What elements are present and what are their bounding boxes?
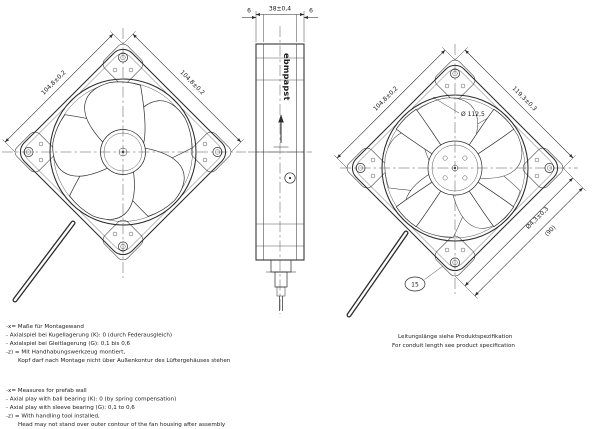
conduit-note-en: For conduit length see product specifica… [392,343,515,349]
dim-flange-left: 6 [247,8,251,15]
note-en-1: -x= Measures for prefab wall [6,388,87,394]
note-en-3: - Axial play with sleeve bearing (G): 0,… [6,405,135,411]
dim-rear-hole-spacing: 104,8±0,2 [372,85,400,113]
ground-screw [284,172,296,184]
note-de-3: - Axialspiel bei Gleitlagerung (G): 0,1 … [6,341,131,347]
note-en-2: - Axial play with ball bearing (K): 0 (b… [6,397,176,403]
handling-tool-flag: 15 [404,265,444,292]
conduit-note: Leitungslänge siehe Produktspezifikation… [392,334,515,349]
airflow-arrow [273,114,289,148]
dim-impeller-diameter: Ø 112,5 [461,111,485,118]
note-de-5: Kopf darf nach Montage nicht über Außenk… [18,358,231,364]
dim-depth: 38±0,4 [269,6,291,13]
cable-clamp [266,259,296,311]
conduit-note-de: Leitungslänge siehe Produktspezifikation [398,334,513,340]
cable-front [12,220,76,303]
brand-logo-text: ebmpapst [282,53,292,101]
centerlines [2,26,578,314]
side-view: ebmpapst 38±0,4 6 6 [242,6,318,311]
dim-flange-right: 6 [309,8,313,15]
side-dimensions: 38±0,4 6 6 [242,6,318,42]
dim-mounting-hole: Ø4,3±0,3 [525,205,550,230]
note-en-4: -z) = With handling tool installed, [6,414,100,420]
cable-rear [346,230,409,318]
flag-value: 15 [411,282,419,289]
note-en-5: Head may not stand over outer contour of… [18,422,226,428]
note-de-2: - Axialspiel bei Kugellagerung (K): 0 (d… [6,333,172,339]
notes-german: -x= Maße für Montagewand - Axialspiel be… [6,324,231,364]
dim-front-hole-spacing-right: 104,8±0,2 [178,69,206,97]
note-de-1: -x= Maße für Montagewand [6,324,84,330]
note-de-4: -z) = Mit Handhabungswerkzeug montiert, [6,350,125,356]
dim-aux: (90) [544,224,558,238]
dim-front-hole-spacing-left: 104,8±0,2 [40,69,68,97]
dim-frame-size: 119,3±0,3 [511,85,539,113]
notes-english: -x= Measures for prefab wall - Axial pla… [6,388,226,428]
impeller-blades-front [36,70,194,235]
rear-view: Ø 112,5 15 104,8±0,2 119,3±0,3 Ø4,3 [334,47,586,318]
